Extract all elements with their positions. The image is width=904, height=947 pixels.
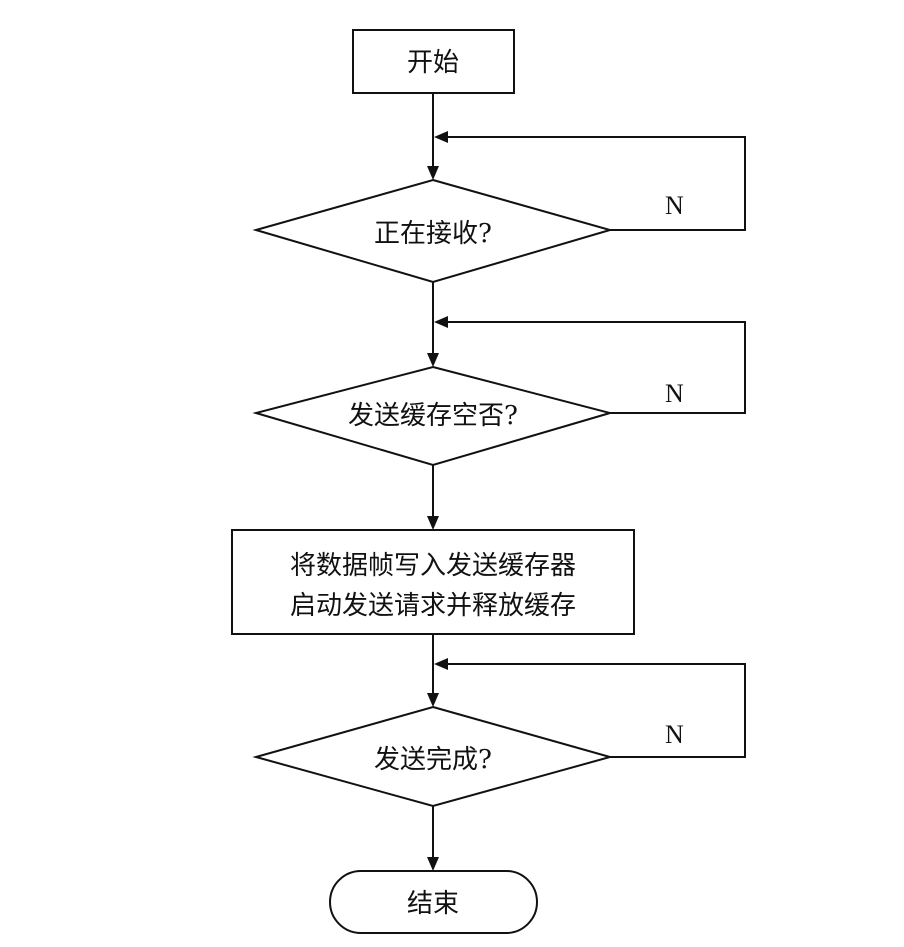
decision-send-done-label: 发送完成? — [374, 745, 492, 775]
end-node: 结束 — [329, 870, 538, 934]
process-line-1: 将数据帧写入发送缓存器 — [290, 551, 576, 581]
decision-buffer-empty-label: 发送缓存空否? — [348, 401, 518, 431]
loop-no-send-done — [448, 663, 746, 758]
arrowhead — [427, 166, 439, 180]
end-label: 结束 — [407, 889, 459, 919]
no-label-send-done: N — [665, 720, 684, 749]
process-line-2: 启动发送请求并释放缓存 — [290, 591, 576, 621]
loop-no-receiving — [448, 136, 746, 231]
decision-send-done: 发送完成? — [252, 705, 614, 808]
decision-receiving-label: 正在接收? — [374, 219, 492, 249]
no-label-receiving: N — [665, 191, 684, 220]
arrowhead — [434, 316, 448, 328]
arrowhead — [427, 516, 439, 530]
loop-no-buffer-empty — [448, 321, 746, 414]
arrowhead — [434, 658, 448, 670]
decision-buffer-empty: 发送缓存空否? — [252, 365, 614, 467]
start-node: 开始 — [352, 29, 515, 94]
arrowhead — [427, 693, 439, 707]
decision-receiving: 正在接收? — [252, 178, 614, 284]
arrowhead — [427, 353, 439, 367]
arrowhead — [434, 131, 448, 143]
no-label-buffer-empty: N — [665, 379, 684, 408]
arrowhead — [427, 857, 439, 871]
process-write-frame: 将数据帧写入发送缓存器 启动发送请求并释放缓存 — [231, 529, 635, 635]
start-label: 开始 — [407, 48, 459, 78]
